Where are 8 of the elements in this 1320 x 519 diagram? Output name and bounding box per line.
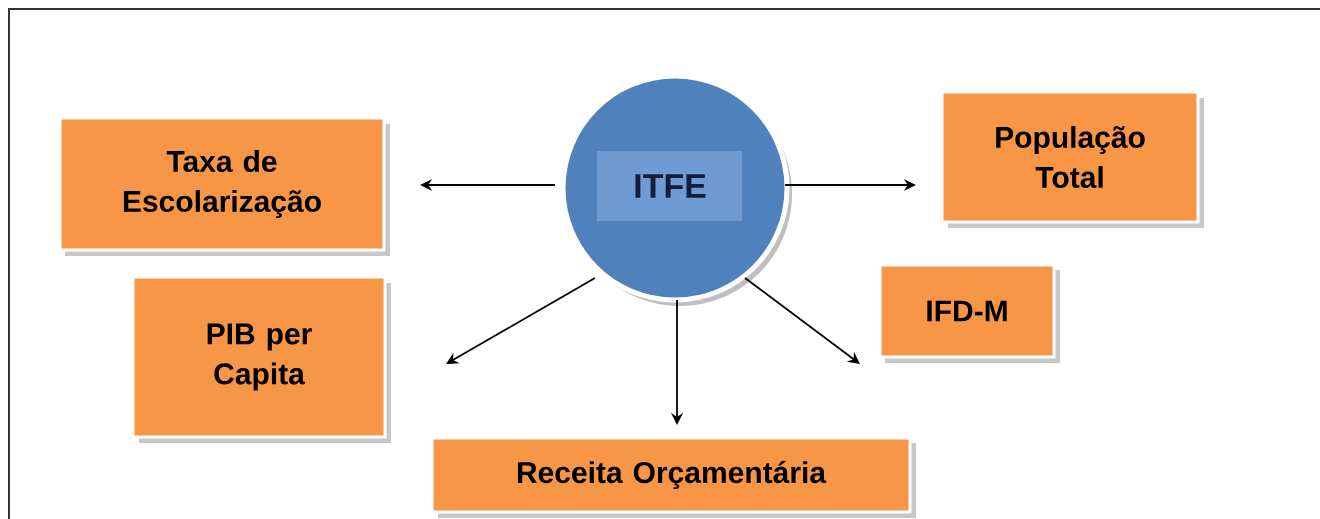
- text-box: IFD-M: [878, 263, 1060, 363]
- text-box: PIB per Capita: [131, 275, 391, 443]
- text-box: População Total: [940, 90, 1204, 228]
- text-box: Taxa de Escolarização: [58, 116, 390, 256]
- circle-node: ITFE: [560, 73, 792, 306]
- arrow: [744, 277, 860, 364]
- text-box: Receita Orçamentária: [430, 436, 916, 518]
- arrow: [446, 277, 596, 364]
